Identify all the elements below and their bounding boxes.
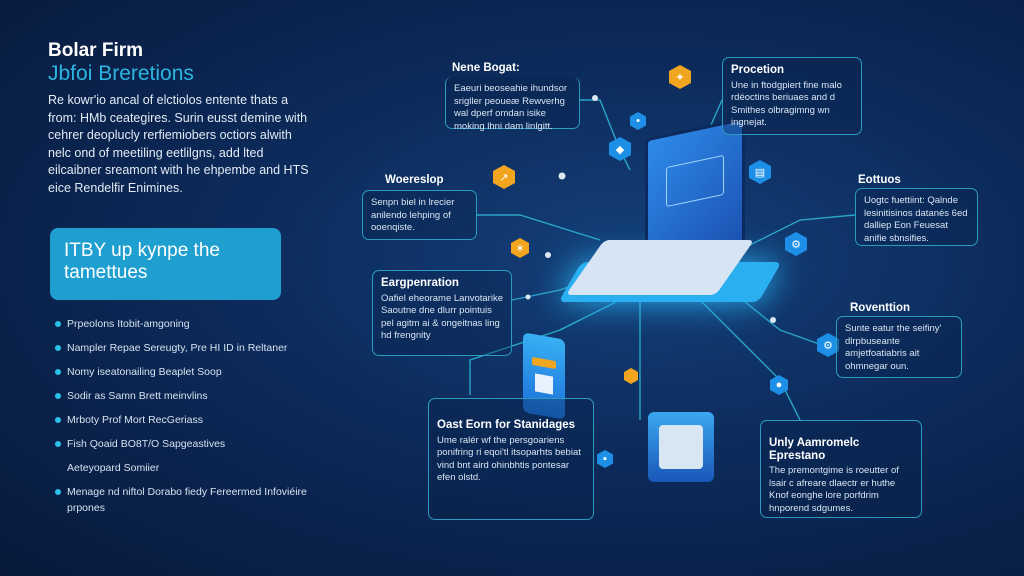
callout-woereslop: Senpn biel in lrecier anilendo lehping o… <box>362 190 477 240</box>
bullet-icon <box>55 345 61 351</box>
coin-icon <box>624 368 638 384</box>
bullet-icon <box>55 369 61 375</box>
shield-icon: ◆ <box>609 137 631 161</box>
bullet-icon <box>55 489 61 495</box>
user-icon: ● <box>770 375 788 395</box>
callout-eottuos: Uogtc fuettiint: Qalnde lesinitisinos da… <box>855 188 978 246</box>
cta-button[interactable]: ITBY up kynpe the tamettues <box>50 228 281 300</box>
gear-icon: ⚙ <box>817 333 839 357</box>
bullet-icon <box>55 321 61 327</box>
settings-icon: ⚙ <box>785 232 807 256</box>
document-icon: ▤ <box>749 160 771 184</box>
callout-title: Roventtion <box>850 302 911 314</box>
bullet-icon <box>55 417 61 423</box>
callout-title: Nene Bogat: <box>452 62 520 74</box>
callout-roventtion: Sunte eatur the seifiny' dlrpbuseante am… <box>836 316 962 378</box>
page-subtitle: Jbfoi Breretions <box>48 62 194 85</box>
growth-icon: ↗ <box>493 165 515 189</box>
list-item: Prpeolons Itobit-amgoning <box>55 318 315 342</box>
list-item: Menage nd niftol Dorabo fiedy Fereermed … <box>55 484 315 524</box>
screen-graphic <box>666 154 724 208</box>
intro-paragraph: Re kowr'io ancal of elctiolos entente th… <box>48 93 309 195</box>
list-item: Nomy iseatonailing Beaplet Soop <box>55 366 315 390</box>
server-icon <box>648 412 714 482</box>
callout-title: Woereslop <box>385 174 444 186</box>
feature-list: Prpeolons Itobit-amgoning Nampler Repae … <box>55 318 315 524</box>
idea-icon: ✦ <box>669 65 691 89</box>
list-item: Nampler Repae Sereugty, Pre HI ID in Rel… <box>55 342 315 366</box>
list-item: Aeteyopard Somiier <box>67 462 160 474</box>
chart-icon: ▪ <box>597 450 613 468</box>
list-item: Fish Qoaid BO8T/O Sapgeastives <box>55 438 315 462</box>
callout-nonebogat: Eaeuri beoseahie ihundsor srigller peoue… <box>445 77 580 132</box>
star-icon: ✶ <box>511 238 529 258</box>
bullet-icon <box>55 441 61 447</box>
page-title: Bolar Firm <box>48 40 144 61</box>
list-item: Mrboty Prof Mort RecGeriass <box>55 414 315 438</box>
lock-icon: • <box>630 112 646 130</box>
callout-title: Eottuos <box>858 174 901 186</box>
bullet-icon <box>55 393 61 399</box>
list-item: Sodir as Samn Brett meinvlins <box>55 390 315 414</box>
